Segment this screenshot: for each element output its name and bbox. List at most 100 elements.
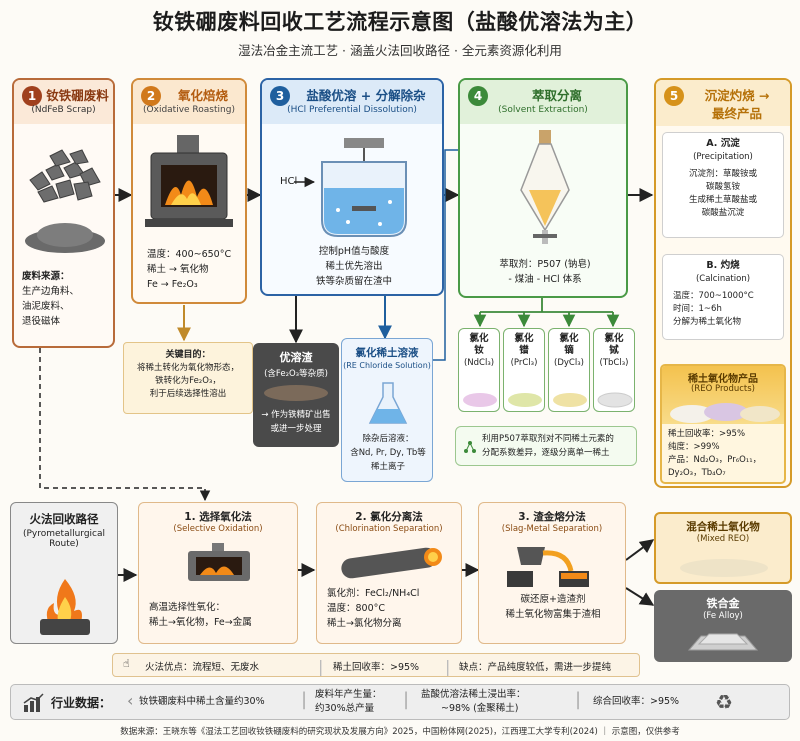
pyro-step3-line: 碳还原+造渣剂 [520,594,586,605]
key-purpose-title: 关键目的： [165,350,211,360]
pyro-step3-line: 稀土氧化物富集于渣相 [505,609,601,620]
step2-card: 2 氧化焙烧 (Oxidative Roasting) 温度：400~650°C… [131,78,247,304]
thumbs-up-icon: ☝ [123,657,130,670]
step3-line: 铁等杂质留在渣中 [315,276,392,287]
key-purpose-line: 铁转化为Fe₂O₃， [155,376,221,386]
key-purpose-line: 将稀土转化为氧化物形态， [136,363,239,373]
step4-subtitle: (Solvent Extraction) [498,105,588,115]
step4-line: - 煤油 - HCl 体系 [508,274,582,285]
pyro-step3-card: 3. 渣金熔分法 (Slag-Metal Separation) 碳还原+造渣剂… [478,502,626,644]
pyro-step1-title: 1. 选择氧化法 [184,511,252,523]
precipitation-title: A. 沉淀 [706,138,740,149]
step3-number: 3 [270,86,290,106]
powder-icon [508,393,542,407]
step1-title: 钕铁硼废料 [46,88,109,103]
pyro-step2-card: 2. 氯化分离法 (Chlorination Separation) 氯化剂：F… [316,502,462,644]
reo-powder-icon [670,403,780,423]
step5-title: 沉淀灼烧 → [704,88,770,103]
reo-line: 纯度：>99% [668,442,720,452]
residue-line: → 作为铁精矿出售 [261,410,331,420]
precipitation-line: 碳酸盐沉淀 [701,208,745,218]
precipitation-line: 沉淀剂：草酸铵或 [688,169,757,179]
pyro-step1-line: 高温选择性氧化： [149,602,226,613]
pyro-step1-card: 1. 选择氧化法 (Selective Oxidation) 高温选择性氧化： … [138,502,298,644]
step5-number: 5 [664,86,684,106]
residue-line: 或进一步处理 [270,424,322,434]
chloride-formula: (TbCl₃) [599,358,629,368]
key-purpose-note: 关键目的： 将稀土转化为氧化物形态， 铁转化为Fe₂O₃， 利于后续选择性溶出 [123,342,253,414]
step3-title: 盐酸优溶 + 分解除杂 [306,88,426,103]
chloride-dy: 氯化 镝 (DyCl₃) [548,328,590,412]
calcination-line: 时间：1~6h [673,304,722,314]
fe-alloy-subtitle: (Fe Alloy) [703,611,743,621]
precipitation-subtitle: (Precipitation) [693,152,753,162]
industry-item: 废料年产生量： [315,689,382,700]
reo-line: 产品：Nd₂O₃，Pr₆O₁₁， [668,455,762,465]
step1-card: 1 钕铁硼废料 (NdFeB Scrap) 废料来源： 生产边角料、 油泥废料、… [12,78,115,348]
industry-item: 盐酸优溶法稀土浸出率： [421,689,526,700]
chloride-label: 氯化 [469,333,489,344]
pyro-recovery: 稀土回收率：>95% [333,662,420,673]
step5-title2: 最终产品 [711,106,762,121]
pyro-route-card: 火法回收路径 (Pyrometallurgical Route) [10,502,118,644]
solution-line: 含Nd, Pr, Dy, Tb等 [350,448,426,458]
residue-subtitle: (含Fe₂O₃等杂质) [264,369,328,379]
key-purpose-line: 利于后续选择性溶出 [149,389,227,399]
calcination-line: 分解为稀土氧化物 [673,317,742,327]
page-subtitle: 湿法冶金主流工艺 · 涵盖火法回收路径 · 全元素资源化利用 [238,43,562,58]
industry-item: 钕铁硼废料中稀土含量约30% [139,696,265,707]
step2-title: 氧化焙烧 [177,88,228,103]
extraction-note: 利用P507萃取剂对不同稀土元素的 分配系数差异，逐级分离单一稀土 [455,426,637,466]
pyro-step1-subtitle: (Selective Oxidation) [173,524,263,534]
pyro-subtitle2: Route) [49,539,79,549]
calcination-box: B. 灼烧 (Calcination) 温度：700~1000°C 时间：1~6… [662,254,784,340]
reo-subtitle: (REO Products) [690,384,755,394]
pyro-disadvantage: 缺点：产品纯度较低，需进一步提纯 [459,662,612,673]
bar-chart-icon [23,693,44,712]
step2-subtitle: (Oxidative Roasting) [143,105,235,115]
solution-line: 稀土离子 [370,462,405,472]
industry-item: ~98% (金聚稀土) [441,703,519,714]
rotary-kiln-icon [341,547,442,579]
oxidation-furnace-icon [188,543,250,581]
residue-card: 优溶渣 (含Fe₂O₃等杂质) → 作为铁精矿出售 或进一步处理 [253,343,339,447]
chloride-pr: 氯化 镨 (PrCl₃) [503,328,545,412]
calcination-subtitle: (Calcination) [695,274,751,284]
solution-line: 除杂后溶液： [362,434,414,444]
reo-line: 稀土回收率：>95% [668,429,746,439]
mixed-reo-subtitle: (Mixed REO) [696,534,750,544]
step2-line: 稀土 → 氧化物 [147,264,209,275]
step2-line: 温度：400~650°C [147,249,232,260]
chloride-element: 镝 [564,345,574,356]
chloride-formula: (PrCl₃) [510,358,538,368]
step1-line: 油泥废料、 [22,301,70,312]
step4-number: 4 [468,86,488,106]
step3-subtitle: (HCl Preferential Dissolution) [287,105,417,115]
precipitation-line: 生成稀土草酸盐或 [688,195,757,205]
chloride-label: 氯化 [604,333,624,344]
residue-title: 优溶渣 [279,351,313,364]
reo-products-box: 稀土氧化物产品 (REO Products) 稀土回收率：>95% 纯度：>99… [660,364,786,484]
pyro-step2-line: 温度：800°C [327,603,386,614]
precipitation-line: 碳酸氢铵 [705,182,740,192]
powder-icon [553,393,587,407]
ingot-icon [687,633,759,651]
extraction-note-line: 分配系数差异，逐级分离单一稀土 [482,448,610,458]
pyro-subtitle: (Pyrometallurgical [22,529,106,539]
page-title: 钕铁硼废料回收工艺流程示意图（盐酸优溶法为主） [152,10,648,34]
industry-item: 约30%总产量 [315,703,375,714]
pyro-step2-line: 稀土→氯化物分离 [327,618,402,629]
hcl-label: HCl [280,176,298,187]
pyro-step1-line: 稀土→氧化物，Fe→金属 [149,617,252,628]
industry-item: 综合回收率：>95% [593,696,680,707]
calcination-line: 温度：700~1000°C [673,291,754,301]
furnace-icon [145,135,233,227]
reo-line: Dy₂O₃，Tb₄O₇ [668,468,726,478]
calcination-title: B. 灼烧 [706,260,740,271]
pyro-summary-bar: ☝ 火法优点：流程短、无废水 | 稀土回收率：>95% | 缺点：产品纯度较低，… [112,653,640,677]
residue-pile-icon [264,385,328,401]
reactor-icon [294,138,407,237]
recycle-icon: ♻ [715,690,733,714]
precipitation-box: A. 沉淀 (Precipitation) 沉淀剂：草酸铵或 碳酸氢铵 生成稀土… [662,132,784,238]
powder-pile-icon [25,223,105,253]
